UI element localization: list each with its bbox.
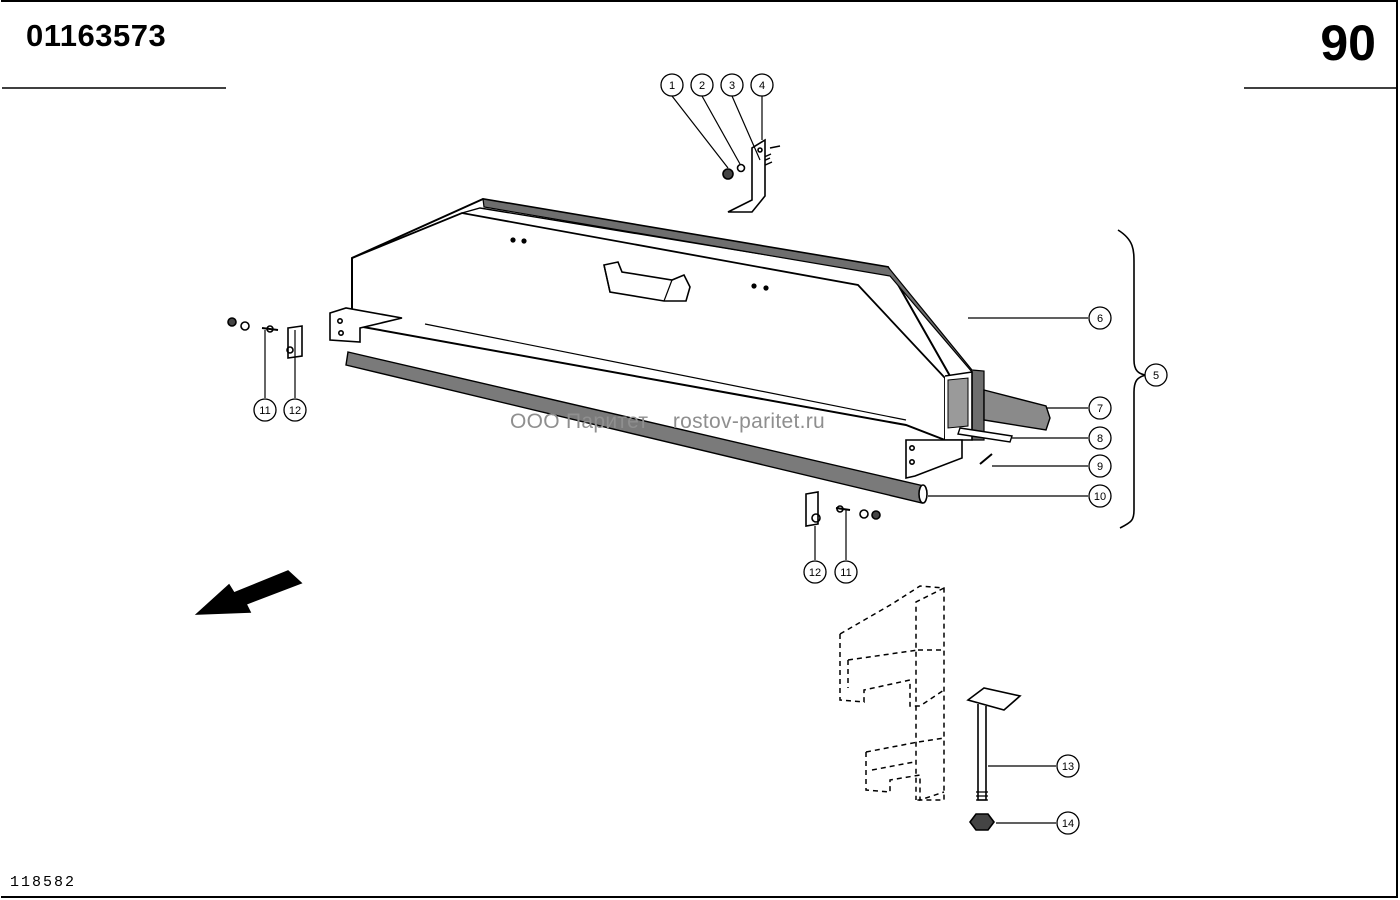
- callout-circle: [690, 73, 714, 97]
- callout-circle: [803, 560, 827, 584]
- callout-circle: [750, 73, 774, 97]
- part-code: 01163573: [26, 18, 167, 53]
- callout-circle: [834, 560, 858, 584]
- belt-guard-cover: [329, 197, 985, 479]
- callout-circles: [253, 73, 1168, 835]
- right-mount-bracket: [905, 439, 963, 479]
- callout-number: 7: [1097, 403, 1103, 415]
- spring-clip: [727, 138, 766, 213]
- callout-number: 5: [1153, 370, 1159, 382]
- callout-numbers: 1 2 3 4 5 6 7 8 9 10 11 12 12 11 13 14: [259, 80, 1159, 830]
- watermark-text: ООО Паритет rostov-paritet.ru: [510, 410, 825, 433]
- retainer-strip: [957, 427, 1013, 443]
- right-hardware: [805, 491, 881, 527]
- callout-circle: [1088, 396, 1112, 420]
- callout-circle: [283, 398, 307, 422]
- hex-nut: [969, 813, 995, 831]
- callout-number: 9: [1097, 461, 1103, 473]
- callout-number: 11: [259, 405, 270, 417]
- callout-circle: [1088, 426, 1112, 450]
- machine-frame-dashed: [839, 585, 945, 802]
- callout-number: 3: [729, 80, 735, 92]
- callout-circle: [1144, 363, 1168, 387]
- callout-number: 12: [289, 405, 301, 417]
- drawing-number: 118582: [10, 874, 77, 891]
- callout-circle: [1088, 306, 1112, 330]
- callout-number: 11: [840, 567, 851, 579]
- callout-circle: [1088, 454, 1112, 478]
- callout-number: 6: [1097, 313, 1103, 325]
- callout-number: 14: [1062, 818, 1074, 830]
- callout-circle: [660, 73, 684, 97]
- top-hardware: [722, 138, 781, 213]
- foam-pad: [983, 389, 1051, 431]
- callout-circle: [720, 73, 744, 97]
- callout-number: 8: [1097, 433, 1103, 445]
- stand-bolt: [966, 687, 1022, 831]
- callout-number: 4: [759, 80, 765, 92]
- callout-circle: [1056, 811, 1080, 835]
- seal-rod: [345, 351, 928, 504]
- direction-arrow: [194, 570, 303, 615]
- right-clamp-plate: [805, 491, 819, 527]
- top-seal-strip: [482, 198, 985, 441]
- callout-number: 12: [809, 567, 821, 579]
- callout-circle: [253, 398, 277, 422]
- callout-circle: [1056, 754, 1080, 778]
- callout-number: 10: [1094, 491, 1106, 503]
- page-number: 90: [1320, 15, 1376, 71]
- callout-number: 1: [669, 80, 675, 92]
- cover-handle: [603, 261, 691, 302]
- leader-lines: [264, 95, 1088, 824]
- callout-number: 2: [699, 80, 705, 92]
- assembly-brace: [1117, 229, 1147, 529]
- callout-number: 13: [1062, 761, 1074, 773]
- cotter-pin: [979, 453, 993, 465]
- callout-circle: [1088, 484, 1112, 508]
- left-mount-bracket: [329, 307, 403, 343]
